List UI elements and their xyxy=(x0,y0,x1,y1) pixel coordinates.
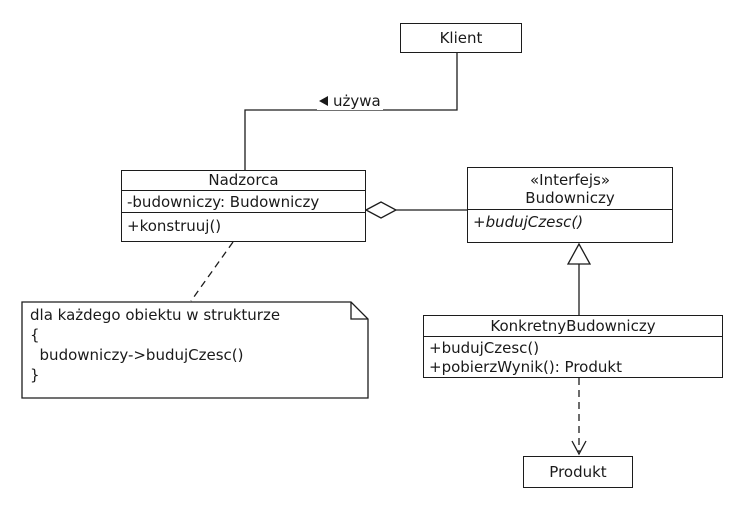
association-label-text: używa xyxy=(333,92,381,110)
method-item: +budujCzesc() xyxy=(429,339,540,357)
generalization-triangle-icon xyxy=(566,242,592,265)
interface-budowniczy-header: «Interfejs» Budowniczy xyxy=(468,168,672,209)
generalization-konkretnybudowniczy-budowniczy xyxy=(566,242,592,315)
direction-arrow-left-icon xyxy=(319,96,328,106)
class-nadzorca-attributes: -budowniczy: Budowniczy xyxy=(122,190,365,212)
method-item: +konstruuj() xyxy=(127,217,222,235)
method-item: +pobierzWynik(): Produkt xyxy=(429,358,622,376)
class-nadzorca: Nadzorca -budowniczy: Budowniczy +konstr… xyxy=(121,170,366,242)
class-produkt: Produkt xyxy=(523,456,633,488)
method-item-abstract: +budujCzesc() xyxy=(473,213,584,231)
aggregation-diamond-icon xyxy=(364,201,398,219)
class-konkretnybudowniczy-title: KonkretnyBudowniczy xyxy=(490,317,656,335)
note-comment: dla każdego obiektu w strukturze { budow… xyxy=(30,305,360,385)
class-konkretnybudowniczy-methods: +budujCzesc() +pobierzWynik(): Produkt xyxy=(424,336,722,377)
class-nadzorca-methods: +konstruuj() xyxy=(122,212,365,241)
note-line: budowniczy->budujCzesc() xyxy=(30,346,244,364)
aggregation-nadzorca-budowniczy xyxy=(364,201,467,219)
note-line: } xyxy=(30,366,40,384)
dependency-arrowhead-icon xyxy=(571,440,587,456)
note-outline xyxy=(21,301,369,399)
class-produkt-title: Produkt xyxy=(549,463,607,481)
class-klient: Klient xyxy=(400,23,522,53)
association-klient-nadzorca xyxy=(244,53,458,170)
class-klient-title: Klient xyxy=(439,29,483,47)
dependency-konkretnybudowniczy-produkt xyxy=(571,378,587,456)
attribute-item: -budowniczy: Budowniczy xyxy=(127,193,320,211)
note-fold-icon xyxy=(350,302,368,320)
note-line: { xyxy=(30,326,40,344)
interface-budowniczy-title: Budowniczy xyxy=(525,189,615,207)
note-anchor-line xyxy=(190,241,234,302)
interface-budowniczy-methods: +budujCzesc() xyxy=(468,209,672,242)
association-label-uzywa: używa xyxy=(317,92,383,110)
note-line: dla każdego obiektu w strukturze xyxy=(30,306,281,324)
class-konkretnybudowniczy: KonkretnyBudowniczy +budujCzesc() +pobie… xyxy=(423,315,723,378)
interface-budowniczy: «Interfejs» Budowniczy +budujCzesc() xyxy=(467,167,673,243)
association-line xyxy=(244,53,458,170)
note-anchor-nadzorca xyxy=(190,241,234,302)
class-nadzorca-title: Nadzorca xyxy=(208,171,279,189)
note-shape xyxy=(21,301,369,399)
interface-stereotype: «Interfejs» xyxy=(529,171,611,189)
